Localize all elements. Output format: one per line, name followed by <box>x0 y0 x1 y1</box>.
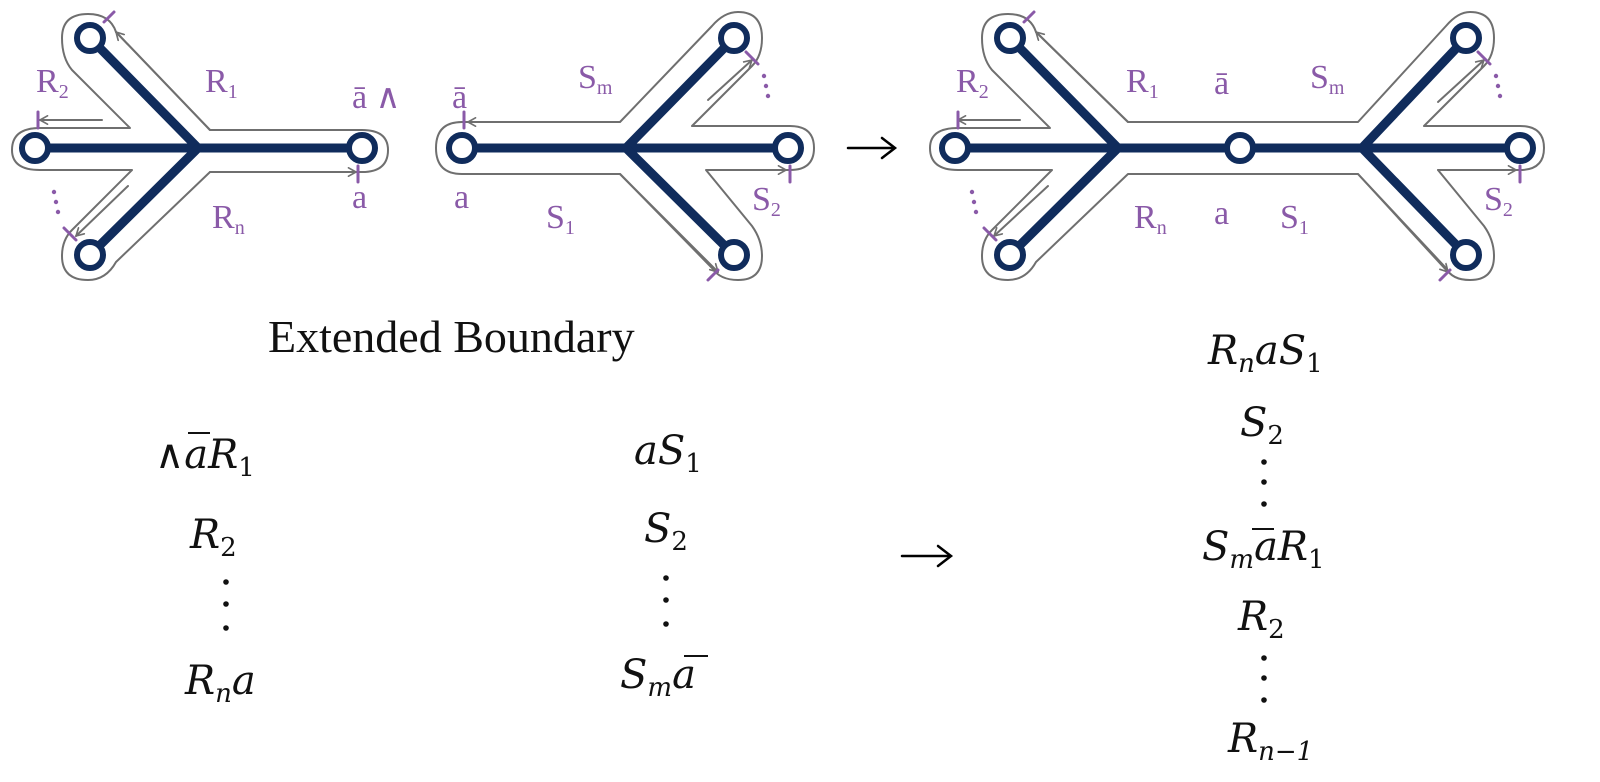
middle-seq-row-2: S2 <box>644 506 688 557</box>
middle-seq-vdots <box>663 575 669 627</box>
right-label-rn: Rn <box>1134 199 1167 239</box>
right-label-r2: R2 <box>956 63 989 103</box>
middle-arrow-s1 <box>619 173 719 273</box>
right-seq-row-2: S2 <box>1240 400 1284 451</box>
right-label-sm: Sm <box>1310 59 1345 99</box>
middle-sequence: aS1 S2 Sma <box>620 428 708 703</box>
left-seq-vdots <box>223 579 229 631</box>
left-arrow-r1 <box>115 31 211 131</box>
left-label-rn: Rn <box>212 199 245 239</box>
middle-leaf-left <box>446 132 478 164</box>
middle-seq-row-3: Sma <box>620 652 696 703</box>
left-seq-row-3: Rna <box>184 658 256 709</box>
middle-label-s2: S2 <box>752 181 781 221</box>
left-label-r2: R2 <box>36 63 69 103</box>
right-arrow-r1 <box>1035 31 1129 123</box>
middle-tree: Sm S1 S2 ā a <box>435 11 815 282</box>
left-arrow-rn <box>75 185 129 237</box>
middle-arrow-sm <box>707 59 753 101</box>
left-leaf-right <box>346 132 378 164</box>
left-label-r1: R1 <box>205 63 238 103</box>
right-seq-row-1: RnaS1 <box>1207 328 1323 379</box>
right-label-abar: ā <box>1214 65 1229 102</box>
middle-leaf-top <box>718 22 750 54</box>
right-seq-row-5: Rn−1 <box>1227 716 1313 767</box>
left-leaf-bottom <box>74 239 106 271</box>
middle-label-s1: S1 <box>546 199 575 239</box>
right-arrow-sm <box>1437 59 1485 103</box>
caption-extended-boundary: Extended Boundary <box>268 311 635 362</box>
right-label-a: a <box>1214 195 1229 232</box>
right-seq-row-4: R2 <box>1237 594 1285 645</box>
right-seq-vdots-1 <box>1261 459 1267 507</box>
bottom-transform-arrow <box>900 544 954 568</box>
right-label-s1: S1 <box>1280 199 1309 239</box>
right-leaf-right <box>1504 132 1536 164</box>
right-seq-vdots-2 <box>1261 655 1267 703</box>
right-glued-vertex <box>1224 132 1256 164</box>
right-tree-boundary <box>929 11 1545 281</box>
left-seq-row-2: R2 <box>189 512 237 563</box>
right-leaf-bottom-right <box>1450 239 1482 271</box>
right-label-r1: R1 <box>1126 63 1159 103</box>
top-transform-arrow <box>846 136 898 160</box>
left-label-abar-wedge: ā ∧ <box>352 79 400 116</box>
middle-seq-row-1: aS1 <box>634 428 702 479</box>
left-seq-row-1: ∧aR1 <box>155 432 255 483</box>
right-vertical-dots-right <box>1493 73 1503 99</box>
left-leaf-mid <box>19 132 51 164</box>
left-tree: R1 R2 Rn ā ∧ a <box>11 10 400 281</box>
right-vertical-dots-left <box>969 189 979 215</box>
middle-vertical-dots <box>761 73 771 99</box>
right-leaf-left <box>939 132 971 164</box>
left-tree-boundary <box>11 13 389 281</box>
right-arrow-rn <box>993 185 1049 237</box>
middle-leaf-bottom <box>718 239 750 271</box>
right-sequence: RnaS1 S2 SmaR1 R2 Rn−1 <box>1202 328 1325 767</box>
right-seq-row-3: SmaR1 <box>1202 524 1325 575</box>
left-vertical-dots <box>51 189 61 215</box>
right-tree: R1 R2 Rn ā a Sm S1 S2 <box>929 10 1545 282</box>
middle-leaf-right <box>772 132 804 164</box>
right-leaf-bottom-left <box>994 239 1026 271</box>
right-label-s2: S2 <box>1484 181 1513 221</box>
middle-label-a: a <box>454 179 469 216</box>
middle-label-abar: ā <box>452 79 467 116</box>
middle-label-sm: Sm <box>578 59 613 99</box>
left-sequence: ∧aR1 R2 Rna <box>155 432 256 709</box>
right-arrow-s1 <box>1357 173 1449 273</box>
left-label-a: a <box>352 179 367 216</box>
right-leaf-top-right <box>1450 22 1482 54</box>
right-leaf-top-left <box>994 22 1026 54</box>
left-leaf-top <box>74 22 106 54</box>
